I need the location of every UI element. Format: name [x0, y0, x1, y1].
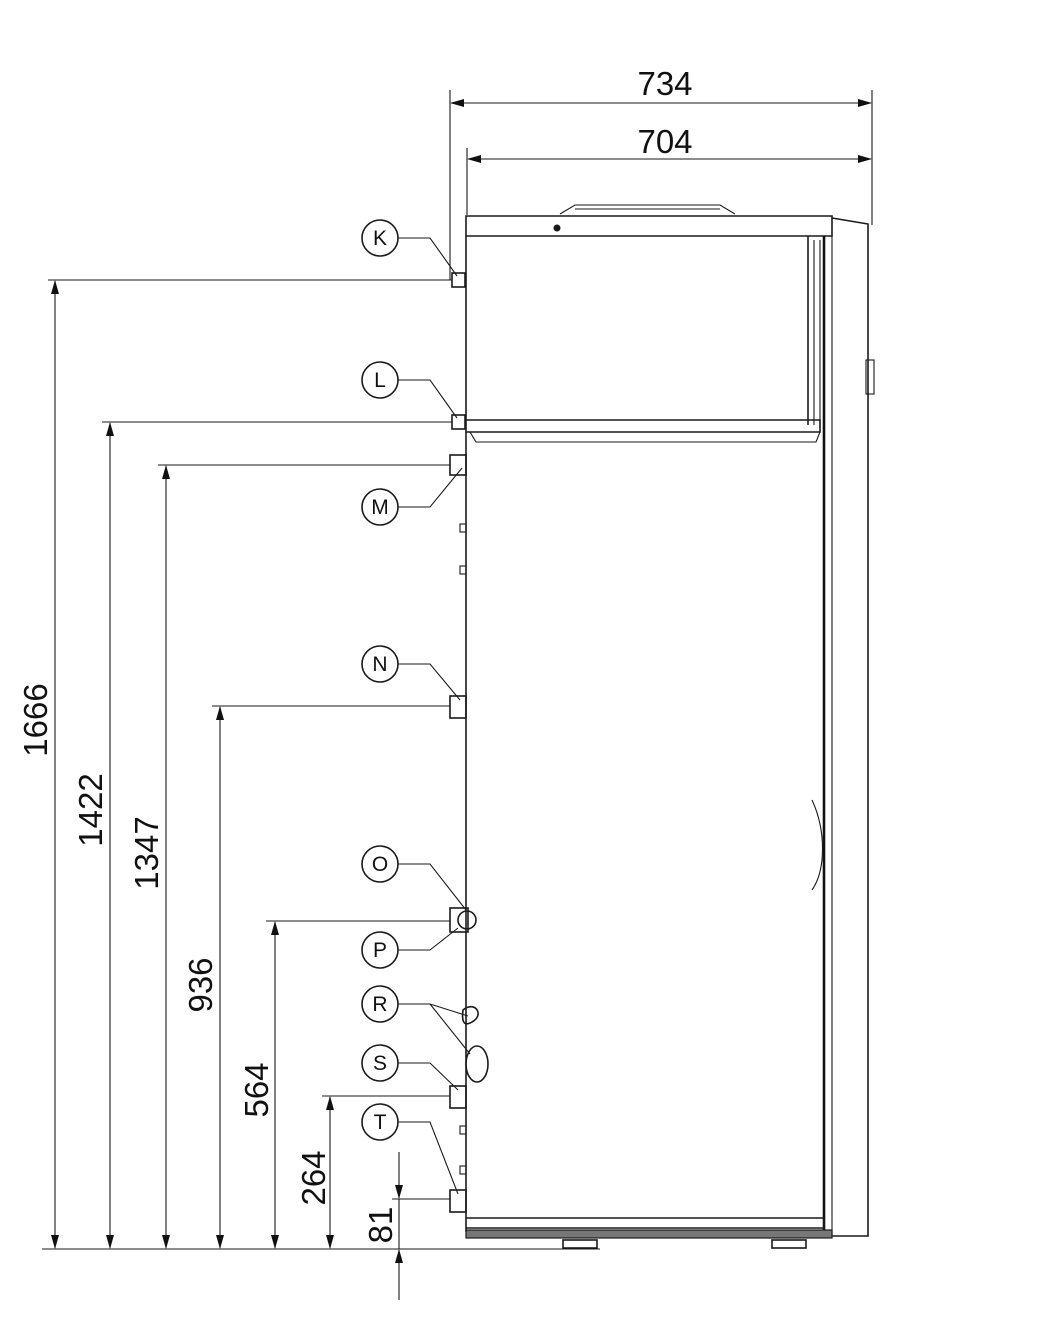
- dim-label-264: 264: [295, 1150, 332, 1205]
- top-lid: [465, 215, 833, 237]
- back-panel: [831, 217, 869, 1237]
- divider-shelf: [466, 419, 821, 433]
- callout-label-P: P: [373, 939, 387, 962]
- fitting-S: [449, 1085, 467, 1109]
- callout-label-L: L: [374, 369, 386, 392]
- fitting-K: [451, 272, 466, 288]
- fitting-T: [449, 1189, 467, 1213]
- dim-label-734: 734: [637, 65, 692, 102]
- top-vent: [559, 204, 736, 215]
- fitting-O-P: [449, 907, 477, 933]
- fitting-R-anode: [461, 1005, 489, 1083]
- dim-label-704: 704: [637, 123, 692, 160]
- side-bulge: [811, 799, 824, 891]
- callout-label-M: M: [371, 496, 389, 519]
- dim-label-81: 81: [362, 1207, 399, 1244]
- base-rail: [465, 1229, 833, 1239]
- callout-label-R: R: [372, 993, 387, 1016]
- foot-right: [771, 1239, 807, 1249]
- dim-label-564: 564: [238, 1062, 275, 1117]
- back-handle: [865, 359, 875, 395]
- foot-left: [562, 1239, 598, 1249]
- width-dimensions: 734 704: [449, 65, 873, 280]
- callout-label-N: N: [372, 653, 387, 676]
- dim-label-1347: 1347: [128, 816, 165, 889]
- fitting-M: [449, 454, 467, 476]
- appliance-body: [459, 204, 875, 1249]
- callout-label-K: K: [373, 227, 387, 250]
- dim-label-1666: 1666: [17, 683, 54, 756]
- label-callouts: K L M N O P R S T: [361, 219, 471, 1195]
- dim-label-1422: 1422: [72, 773, 109, 846]
- callout-label-O: O: [372, 853, 388, 876]
- height-dimensions: 1666 1422 1347 936 564 264 81: [17, 279, 600, 1300]
- callout-label-S: S: [373, 1052, 387, 1075]
- fitting-L: [451, 414, 466, 430]
- connection-fittings: [449, 272, 489, 1213]
- dim-label-936: 936: [182, 957, 219, 1012]
- top-screw: [553, 224, 561, 232]
- callout-label-T: T: [374, 1111, 387, 1134]
- fitting-N: [449, 695, 467, 719]
- bottom-plate: [466, 1217, 825, 1229]
